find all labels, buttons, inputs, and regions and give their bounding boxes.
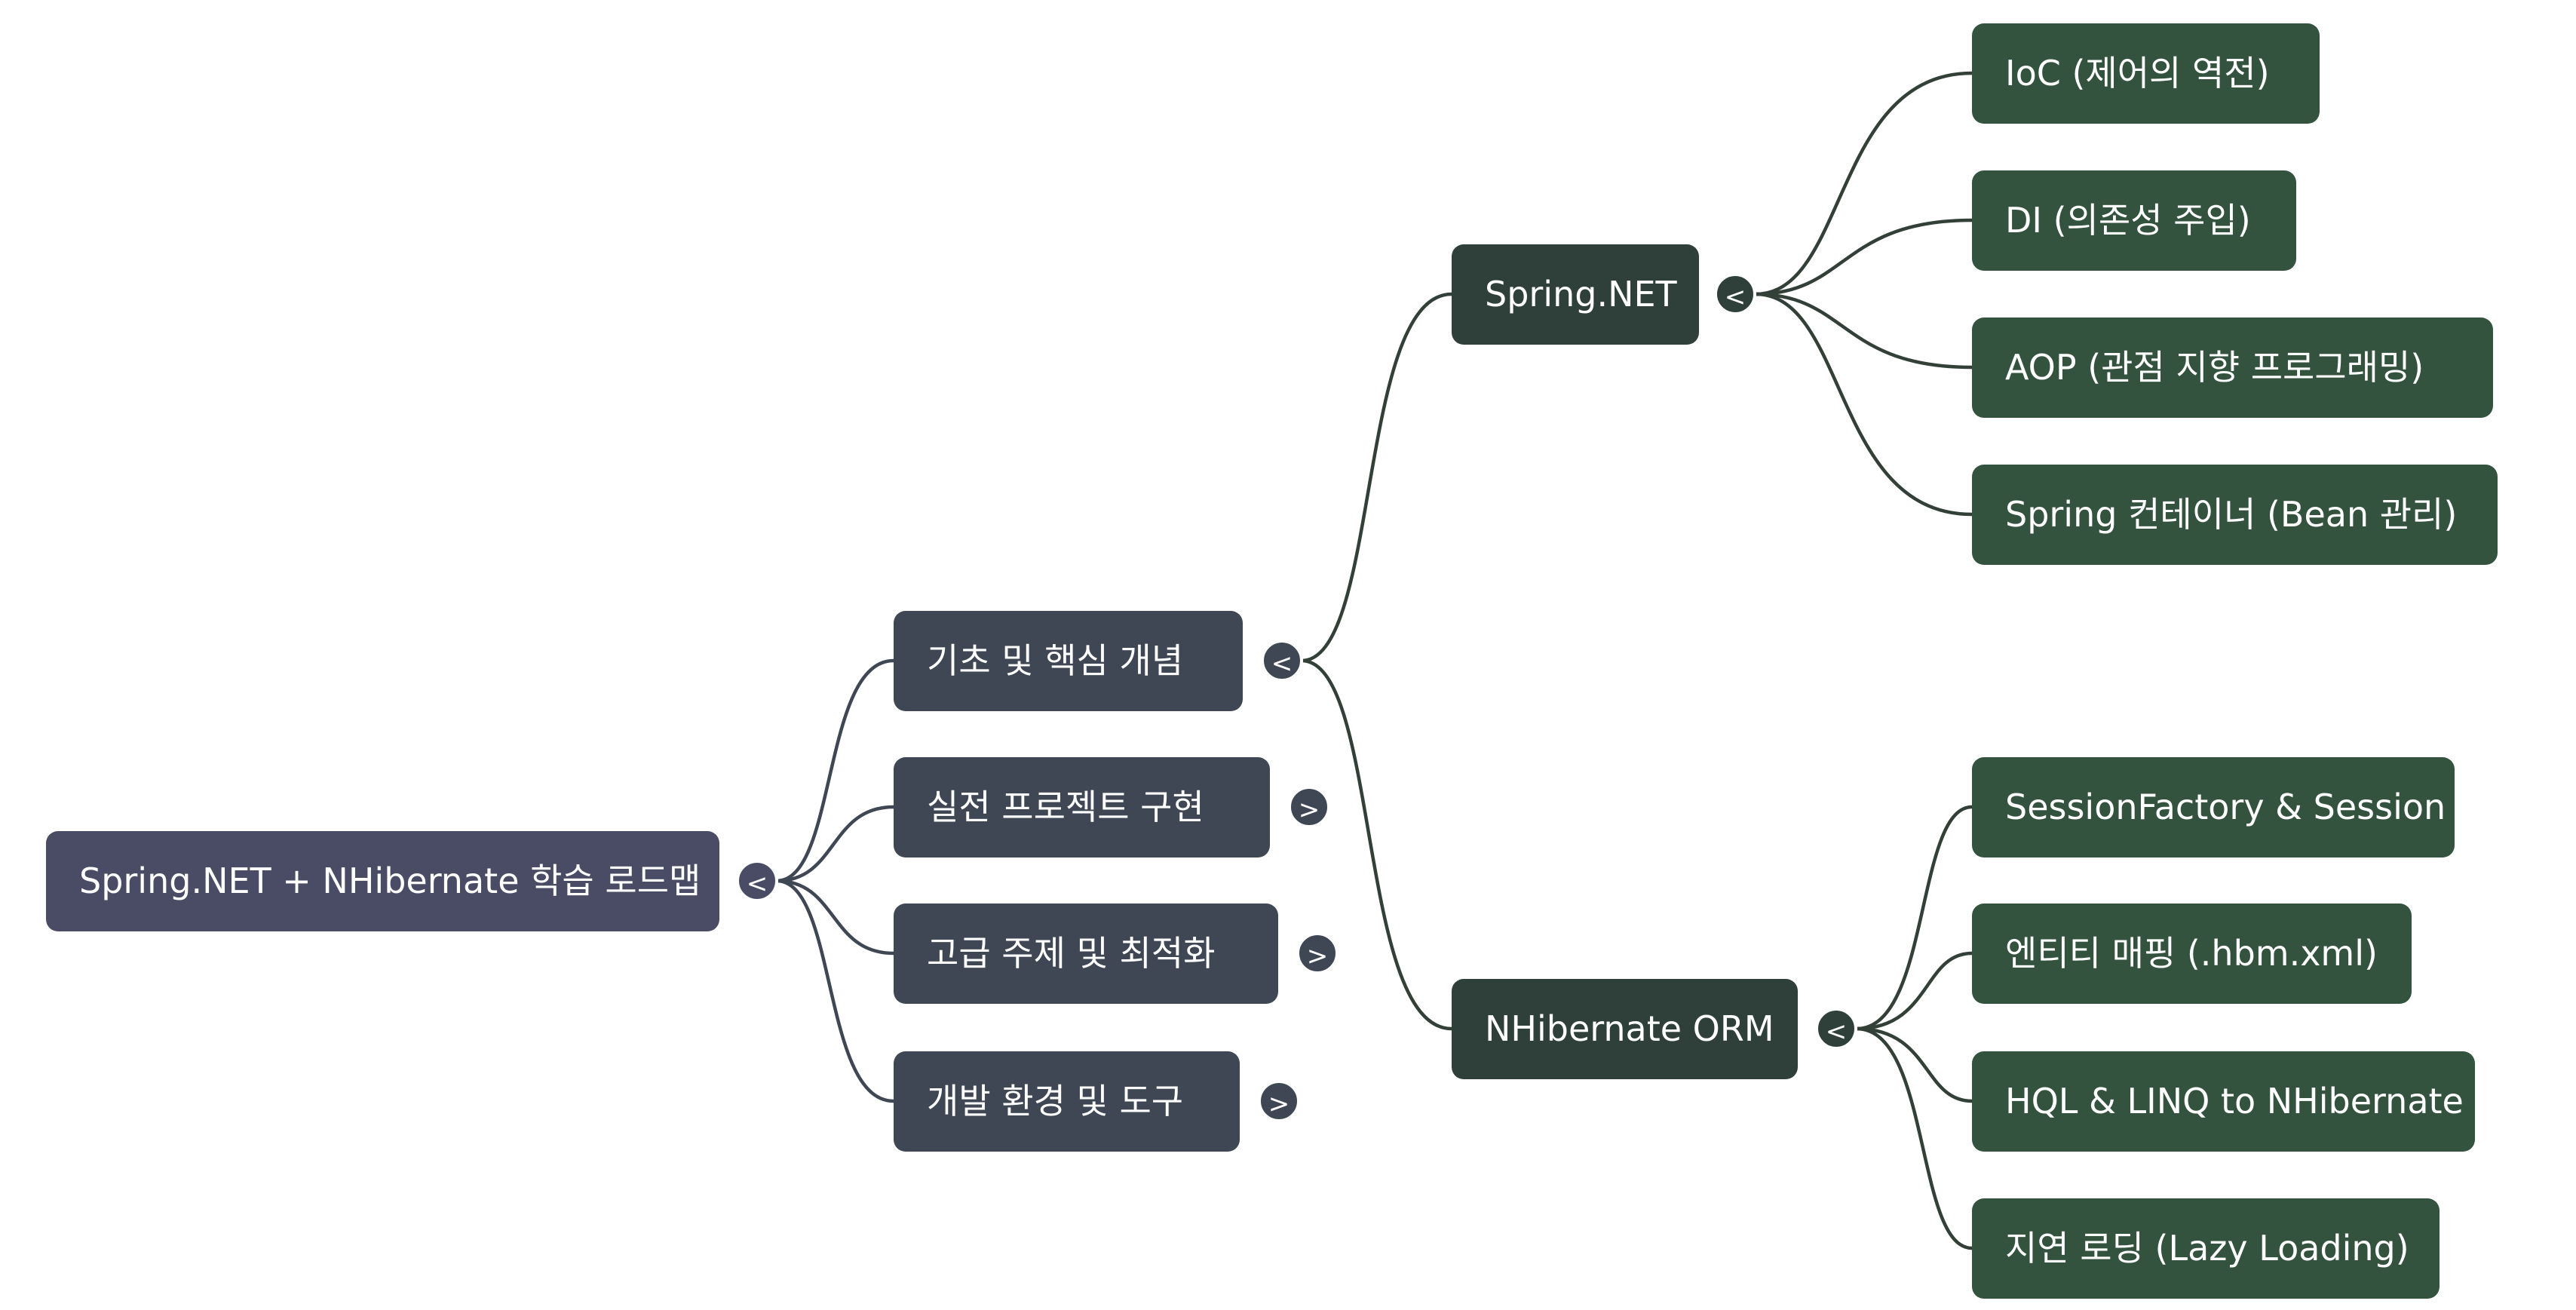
connector-root-project	[776, 805, 894, 883]
connector-nh-lazy	[1856, 1026, 1973, 1250]
branch-advanced-node[interactable]: 고급 주제 및 최적화	[894, 904, 1278, 1004]
topic-nhibernate-collapse-toggle[interactable]: <	[1815, 1008, 1857, 1050]
branch-tools-expand-toggle[interactable]: >	[1258, 1080, 1300, 1122]
connector-spring-ioc	[1755, 71, 1973, 296]
connector-basics-spring	[1301, 292, 1452, 663]
leaf-di-node[interactable]: DI (의존성 주입)	[1972, 170, 2296, 271]
leaf-hql-linq-node[interactable]: HQL & LINQ to NHibernate	[1972, 1051, 2475, 1152]
connector-nh-mapping	[1856, 951, 1973, 1031]
root-node[interactable]: Spring.NET + NHibernate 학습 로드맵	[46, 831, 719, 931]
topic-spring-net-collapse-toggle[interactable]: <	[1714, 273, 1756, 315]
leaf-ioc-node[interactable]: IoC (제어의 역전)	[1972, 23, 2320, 124]
connector-spring-di	[1755, 218, 1973, 296]
branch-basics-collapse-toggle[interactable]: <	[1261, 640, 1303, 682]
topic-nhibernate-node[interactable]: NHibernate ORM	[1452, 979, 1798, 1079]
branch-advanced-expand-toggle[interactable]: >	[1296, 932, 1339, 974]
leaf-entity-mapping-node[interactable]: 엔티티 매핑 (.hbm.xml)	[1972, 904, 2412, 1004]
leaf-aop-node[interactable]: AOP (관점 지향 프로그래밍)	[1972, 318, 2493, 418]
connector-root-advanced	[776, 879, 894, 956]
connector-nh-session	[1856, 805, 1973, 1031]
connector-root-tools	[776, 879, 894, 1103]
connector-spring-aop	[1755, 292, 1973, 370]
connector-root-basics	[776, 658, 894, 883]
connector-nh-hql	[1856, 1026, 1973, 1103]
connector-spring-container	[1755, 292, 1973, 517]
branch-project-node[interactable]: 실전 프로젝트 구현	[894, 757, 1270, 857]
leaf-session-node[interactable]: SessionFactory & Session	[1972, 757, 2455, 857]
connector-basics-nhibernate	[1301, 658, 1452, 1031]
leaf-spring-container-node[interactable]: Spring 컨테이너 (Bean 관리)	[1972, 465, 2498, 565]
root-collapse-toggle[interactable]: <	[736, 860, 778, 902]
branch-basics-node[interactable]: 기초 및 핵심 개념	[894, 611, 1243, 711]
leaf-lazy-loading-node[interactable]: 지연 로딩 (Lazy Loading)	[1972, 1198, 2440, 1299]
branch-project-expand-toggle[interactable]: >	[1288, 786, 1330, 828]
branch-tools-node[interactable]: 개발 환경 및 도구	[894, 1051, 1240, 1152]
topic-spring-net-node[interactable]: Spring.NET	[1452, 244, 1699, 345]
